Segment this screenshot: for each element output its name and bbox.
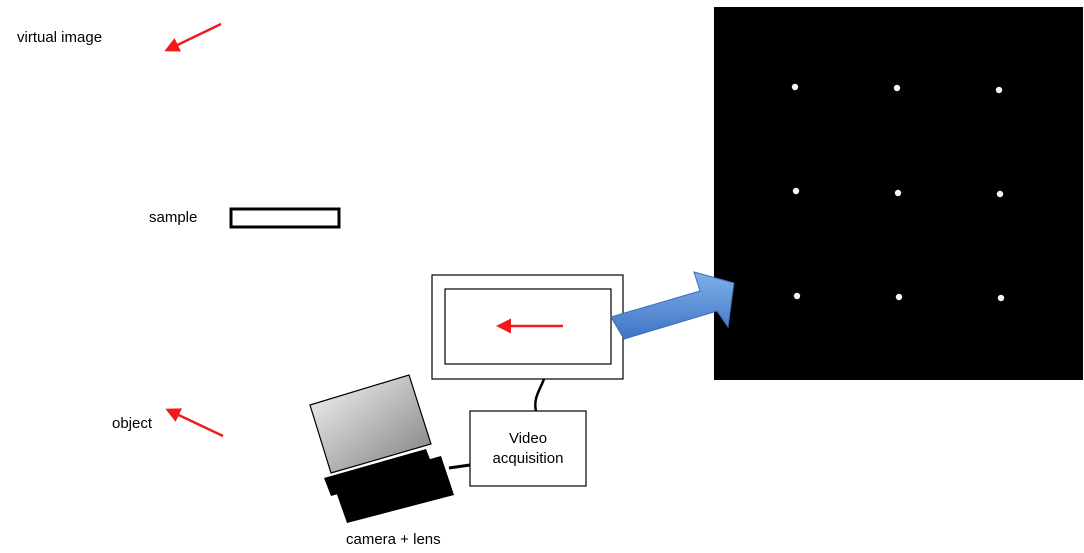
video-acquisition-box	[469, 410, 587, 487]
dot	[995, 86, 1003, 94]
dot	[791, 83, 799, 91]
virtual-image-arrow	[164, 22, 222, 52]
dot	[894, 189, 902, 197]
blue-pointer-arrow	[610, 271, 735, 340]
dot	[997, 294, 1005, 302]
video-line-2: acquisition	[492, 449, 564, 467]
camera-icon	[309, 374, 454, 523]
video-line-1: Video	[508, 429, 548, 447]
virtual-image-label: virtual image	[17, 29, 103, 46]
dot	[893, 84, 901, 92]
sample-label: sample	[149, 209, 198, 226]
camera-lens-label: camera + lens	[346, 531, 441, 548]
camera-cable	[448, 463, 471, 470]
object-arrow	[165, 408, 224, 438]
dot	[793, 292, 801, 300]
dot	[996, 190, 1004, 198]
object-label: object	[112, 415, 153, 432]
dot-grid	[791, 83, 1005, 302]
sample-rect	[229, 207, 341, 229]
video-acquisition-label: Video acquisition	[470, 411, 586, 486]
monitor-cable	[534, 378, 546, 412]
dot	[792, 187, 800, 195]
dot	[895, 293, 903, 301]
